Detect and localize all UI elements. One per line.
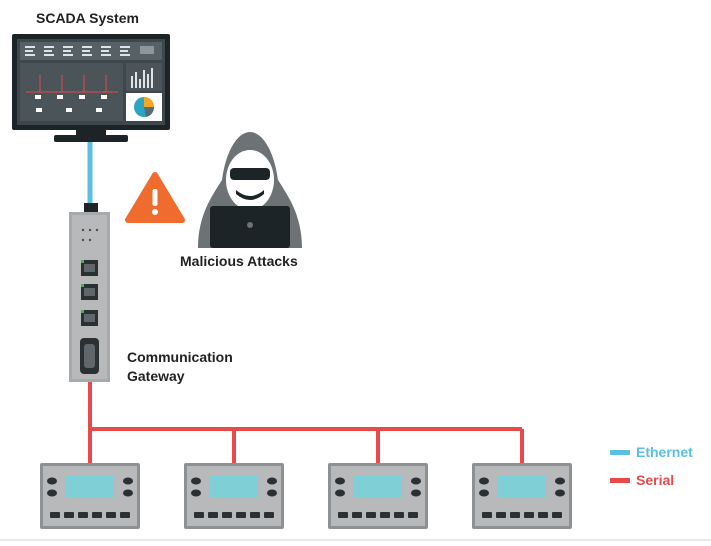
legend-swatch-serial — [610, 478, 630, 483]
gateway-label-line2: Gateway — [127, 368, 185, 384]
warning-icon — [125, 172, 185, 223]
field-device — [472, 463, 572, 529]
scada-label: SCADA System — [36, 10, 139, 26]
hacker-icon — [198, 132, 302, 248]
communication-gateway — [69, 203, 110, 382]
attacks-label: Malicious Attacks — [180, 253, 298, 269]
scada-monitor — [12, 34, 170, 142]
serial-port — [80, 338, 99, 374]
field-device — [328, 463, 428, 529]
field-device — [184, 463, 284, 529]
legend-serial: Serial — [636, 472, 675, 488]
gateway-label-line1: Communication — [127, 349, 233, 365]
field-devices — [40, 463, 572, 529]
legend-swatch-ethernet — [610, 450, 630, 455]
device-screen — [66, 476, 114, 498]
device-screen — [498, 476, 546, 498]
field-device — [40, 463, 140, 529]
device-screen — [354, 476, 402, 498]
legend-ethernet: Ethernet — [636, 444, 693, 460]
ethernet-port — [81, 260, 98, 326]
serial-bus — [88, 380, 524, 465]
device-screen — [210, 476, 258, 498]
